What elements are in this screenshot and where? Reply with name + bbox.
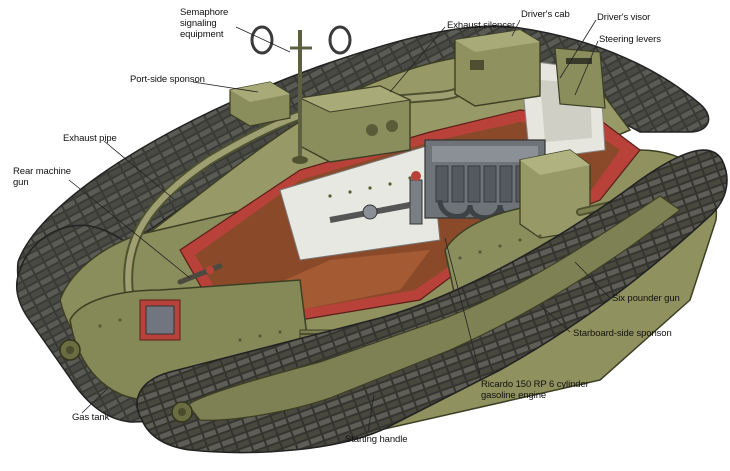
label-steering-levers: Steering levers [599, 34, 661, 45]
label-engine: Ricardo 150 RP 6 cylinder gasoline engin… [481, 379, 589, 401]
label-port-side-sponson: Port-side sponson [130, 74, 205, 85]
starboard-track [59, 149, 728, 454]
label-starboard-side-sponson: Starboard-side sponson [573, 328, 672, 339]
label-six-pounder-gun: Six pounder gun [612, 293, 680, 304]
label-drivers-cab: Driver's cab [521, 9, 570, 20]
label-rear-machine-gun: Rear machine gun [13, 166, 71, 188]
rear-cupola [229, 81, 291, 127]
hull-rivets [98, 176, 542, 342]
label-starting-handle: Starting handle [345, 434, 408, 445]
label-exhaust-silencer: Exhaust silencer [447, 20, 516, 31]
label-gas-tank: Gas tank [72, 412, 110, 423]
label-drivers-visor: Driver's visor [597, 12, 651, 23]
drivers-cab [454, 29, 606, 109]
label-exhaust-pipe: Exhaust pipe [63, 133, 117, 144]
label-semaphore: Semaphore signaling equipment [180, 7, 229, 40]
semaphore-mast [250, 25, 352, 164]
exhaust-pipe [123, 75, 477, 305]
leader-lines [68, 19, 611, 433]
exhaust-silencer [298, 85, 412, 163]
